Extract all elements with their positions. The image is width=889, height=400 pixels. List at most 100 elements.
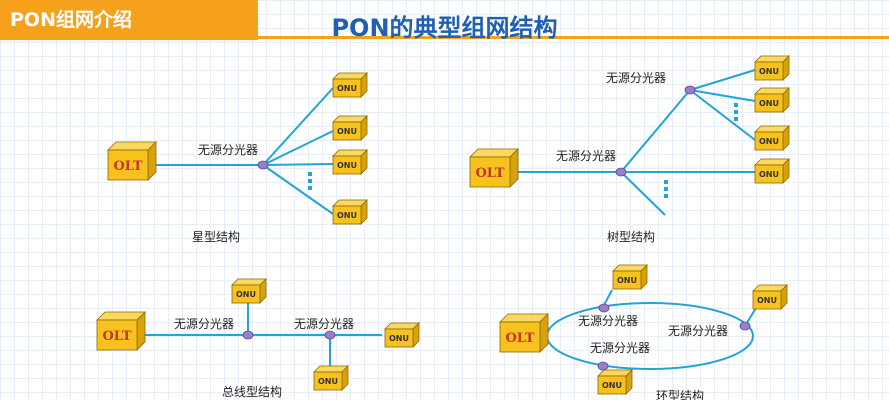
caption-star: 星型结构 [192,229,240,244]
splitter-label: 无源分光器 [556,149,616,163]
onu-box-front [332,155,362,175]
olt-box-front [499,321,541,353]
splitter-node [242,330,254,340]
ellipsis-dot [308,186,312,190]
onu-box-label: ONU [337,84,357,93]
splitter-label: 无源分光器 [578,314,638,328]
onu-box-label: ONU [318,377,338,386]
olt-box-label: OLT [475,166,504,181]
onu-box: ONU [754,55,790,81]
onu-box: ONU [384,322,420,348]
onu-box: ONU [754,87,790,113]
onu-box-front [384,328,414,348]
onu-box-label: ONU [337,127,357,136]
onu-box-front [313,371,343,391]
fiber-link [689,89,756,102]
fiber-link [620,89,691,173]
fiber-link [262,87,334,166]
onu-box-front [332,78,362,98]
onu-box-label: ONU [759,67,779,76]
onu-box-label: ONU [759,170,779,179]
onu-box: ONU [231,278,267,304]
onu-box: ONU [754,125,790,151]
caption-ring: 环型结构 [656,388,704,400]
fiber-link [603,289,613,306]
ellipsis-dot [734,117,738,121]
olt-box-front [96,319,138,351]
onu-box: ONU [752,284,788,310]
fiber-link [262,163,334,166]
ellipsis-dot [308,179,312,183]
olt-box-label: OLT [505,331,534,346]
onu-box-front [754,93,784,113]
olt-box: OLT [96,311,146,351]
page-title: PON的典型组网结构 [331,14,558,42]
olt-box: OLT [469,148,519,188]
ellipsis-dot [664,194,668,198]
olt-box-front [107,149,149,181]
onu-box: ONU [332,199,368,225]
splitter-label: 无源分光器 [668,324,728,338]
onu-box: ONU [597,369,633,395]
onu-box: ONU [332,72,368,98]
splitter-node [598,303,610,313]
splitter-label: 无源分光器 [590,341,650,355]
onu-box-label: ONU [389,334,409,343]
onu-box-label: ONU [757,296,777,305]
onu-box-label: ONU [337,211,357,220]
fiber-link [262,164,334,215]
splitter-node [597,361,609,371]
splitter-node [739,321,751,331]
ellipsis-dot [734,103,738,107]
caption-tree: 树型结构 [607,229,655,244]
ellipsis-dot [664,180,668,184]
onu-box-front [754,61,784,81]
onu-box-label: ONU [337,161,357,170]
olt-box-label: OLT [102,329,131,344]
ellipsis-dot [308,172,312,176]
fiber-link [689,69,756,91]
fiber-link [262,130,334,166]
splitter-label: 无源分光器 [174,317,234,331]
caption-bus: 总线型结构 [222,384,282,399]
olt-box-label: OLT [113,159,142,174]
fiber-link [689,89,756,141]
splitter-node [324,330,336,340]
device-boxes: OLT ONU ONU ONU ONU OLT ONU ONU ONU ONU OLT ONU ONU O… [96,55,790,395]
diagram-labels: 无源分光器星型结构无源分光器无源分光器树型结构无源分光器无源分光器总线型结构无源… [174,71,728,400]
onu-box-front [612,270,642,290]
onu-box-front [332,121,362,141]
onu-box: ONU [332,115,368,141]
header-tab-label: PON组网介绍 [10,9,132,31]
onu-box: ONU [332,149,368,175]
ellipsis-dot [664,187,668,191]
splitter-node [257,160,269,170]
onu-box: ONU [313,365,349,391]
onu-box-front [231,284,261,304]
onu-box: ONU [754,158,790,184]
splitter-label: 无源分光器 [294,317,354,331]
splitter-node [615,167,627,177]
ellipsis-dot [734,110,738,114]
header-tab: PON组网介绍 [0,0,258,40]
onu-box-front [332,205,362,225]
onu-box: ONU [612,264,648,290]
splitter-label: 无源分光器 [198,143,258,157]
connection-lines [137,69,757,377]
olt-box: OLT [107,141,157,181]
onu-box-front [754,131,784,151]
onu-box-label: ONU [236,290,256,299]
olt-box-front [469,156,511,188]
onu-box-front [754,164,784,184]
onu-box-label: ONU [602,381,622,390]
onu-box-label: ONU [759,137,779,146]
olt-box: OLT [499,313,549,353]
onu-box-label: ONU [759,99,779,108]
onu-box-label: ONU [617,276,637,285]
fiber-link [620,171,666,216]
onu-box-front [597,375,627,395]
splitter-node [684,85,696,95]
splitter-label: 无源分光器 [606,71,666,85]
onu-box-front [752,290,782,310]
